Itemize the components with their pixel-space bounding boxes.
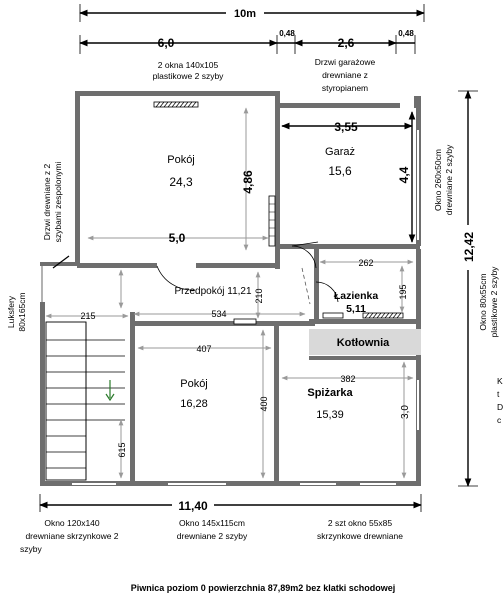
dim-hall-height: 210 [118,269,264,319]
note-bottom3-1: 2 szt okno 55x85 [328,518,393,528]
footer-caption: Piwnica poziom 0 powierzchnia 87,89m2 be… [131,583,396,593]
dim-hall-width-label: 534 [211,309,226,319]
note-garage-door-2: drewniane z [322,70,368,80]
top-dimension-segments: 6,0 0,48 2,6 0,48 [79,29,416,54]
room1-area: 24,3 [169,175,193,189]
note-bottom1-1: Okno 120x140 [44,518,100,528]
dim-bath-width-label: 262 [358,258,373,268]
note-bottom2-2: drewniane 2 szyby [177,531,248,541]
note-win-right1-2: drewniane 2 szyby [444,144,454,215]
dim-bath-width: 262 [319,258,414,268]
dim-pantry-width: 382 [281,374,414,384]
dim-pantry-height-label: 3,0 [400,405,411,419]
dim-seg-wall2: 0,48 [398,29,414,38]
dim-room1-width: 5,0 [87,231,269,245]
dim-total-bottom: 11,40 [178,499,208,513]
bath-name: Łazienka [334,290,379,302]
note-door-left-1: Drzwi drewniane z 2 [42,163,52,240]
dim-room1-height-label: 4,86 [241,170,255,194]
top-dimension-total: 10m [79,4,425,22]
dim-seg-mid: 2,6 [338,36,355,50]
dim-garage-width: 3,55 [281,120,413,134]
dim-pantry-width-label: 382 [340,374,355,384]
dim-garage-width-label: 3,55 [334,120,358,134]
dim-garage-depth: 4,4 [397,111,416,243]
note-luxfer-2: 80x165cm [17,292,27,331]
edge-text-1: K [497,376,503,386]
dim-total-top: 10m [234,8,256,20]
right-dimension: 12,42 [458,90,478,487]
room2-area: 16,28 [180,398,208,410]
dim-seg-left: 6,0 [158,36,175,50]
dim-bath-height-label: 195 [398,284,408,299]
note-garage-door-1: Drzwi garażowe [315,57,376,67]
note-bottom1-2: drewniane skrzynkowe 2 [25,531,118,541]
dim-stair-width: 215 [45,311,129,321]
dim-hall-height-label: 210 [254,288,264,303]
garage-name: Garaż [325,146,355,158]
note-win-right2-1: Okno 80x55cm [478,273,488,330]
window-marks [41,101,419,485]
note-garage-door-3: styropianem [322,83,368,93]
dim-room1-height: 4,86 [241,107,255,251]
note-win-right2-2: plastikowe 2 szyby [489,266,499,338]
dim-room2-height-label: 400 [259,396,269,411]
dim-stair-width-label: 215 [80,311,95,321]
room2-name: Pokój [180,378,208,390]
edge-text-3: D [497,402,503,412]
note-bottom2-1: Okno 145x115cm [179,518,245,528]
dim-bath-height: 195 [398,265,408,313]
dim-total-right: 12,42 [462,232,476,262]
dim-room2-width-label: 407 [196,344,211,354]
staircase [45,321,125,481]
note-door-left-2: szybami zespolonymi [53,162,63,243]
edge-text-2: t [497,389,500,399]
dim-stair-615-label: 615 [117,442,127,457]
dim-room1-width-label: 5,0 [169,231,186,245]
boiler-room-fill [309,329,421,355]
dim-pantry-height: 3,0 [400,361,411,479]
door-swings [52,241,339,305]
note-top-windows-1: 2 okna 140x105 [158,60,219,70]
edge-text-4: c [497,415,502,425]
note-win-right1-1: Okno 260x50cm [433,149,443,211]
note-bottom3-2: skrzynkowe drewniane [317,531,403,541]
dim-room2-width: 407 [137,344,272,354]
garage-area: 15,6 [328,164,352,178]
boiler-room-label: Kotłownia [337,337,390,349]
pantry-name: Spiżarka [307,387,353,399]
note-top-windows-2: plastikowe 2 szyby [153,71,225,81]
dim-hall-width: 534 [133,309,306,319]
note-luxfer-1: Luksfery [6,295,16,328]
hall-label: Przedpokój 11,21 [174,286,252,297]
pantry-area: 15,39 [316,409,344,421]
bath-area: 5,11 [346,303,366,315]
bottom-dimension: 11,40 [39,494,422,513]
note-bottom1-3: szyby [20,544,42,554]
dim-garage-depth-label: 4,4 [397,166,411,183]
room1-name: Pokój [167,154,195,166]
dim-seg-wall1: 0,48 [279,29,295,38]
dim-stair-615: 615 [117,419,127,479]
dim-room2-height: 400 [259,329,269,479]
